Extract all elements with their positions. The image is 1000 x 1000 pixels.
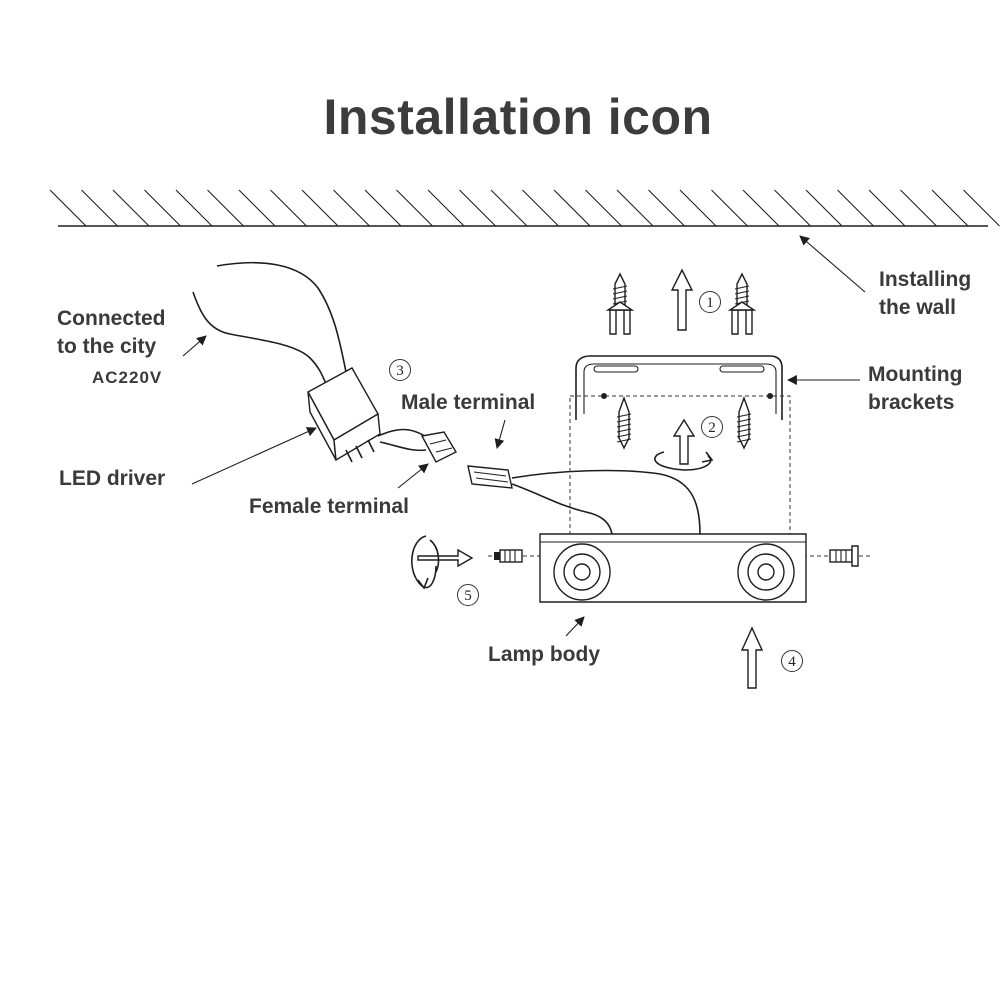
wall-hatch-line (837, 189, 874, 227)
wall-hatch-line (711, 189, 748, 227)
wall-hatch-line (175, 189, 213, 227)
bracket-screw (616, 395, 632, 450)
wall-hatch-line (648, 189, 685, 227)
wall-hatch-line (805, 189, 843, 227)
lamp-head-right (737, 543, 795, 601)
male-terminal-leader-arrow (494, 419, 506, 449)
wall-hatch-line (900, 189, 937, 227)
mounting-brackets-line-2: brackets (868, 391, 955, 414)
installing-wall-line-2: the wall (879, 296, 957, 319)
step-arrows (411, 268, 764, 689)
wall-hatch-line (742, 189, 780, 227)
installing-wall-label: Installing the wall (879, 266, 971, 322)
wall-hatch-line (963, 189, 1000, 227)
wall-hatch-line (553, 189, 591, 227)
mains-wires (192, 261, 347, 385)
up-arrow-step-4 (740, 626, 764, 689)
lamp-body-leader-arrow (565, 616, 585, 637)
side-screws (494, 545, 859, 567)
wall-hatch-line (868, 189, 906, 227)
wall-anchor (605, 272, 635, 335)
wall-anchor (727, 272, 757, 335)
male-terminal-plug (467, 465, 701, 535)
wall-hatch-line (112, 189, 150, 227)
wall-hatch-line (301, 189, 339, 227)
step-5-marker: 5 (457, 584, 479, 606)
led-driver-box (307, 367, 381, 463)
wall-hatch-line (49, 189, 87, 227)
ac-voltage-label: AC220V (92, 368, 163, 387)
city-leader-arrow (182, 335, 207, 357)
wall-hatch-line (238, 189, 276, 227)
mounting-brackets-line-1: Mounting (868, 363, 963, 386)
female-terminal-label: Female terminal (249, 495, 409, 518)
female-terminal-plug (420, 431, 457, 463)
step-3-marker: 3 (389, 359, 411, 381)
wall-hatch-line (427, 189, 465, 227)
lamp-body-label: Lamp body (488, 643, 601, 666)
wall-hatch-line (616, 189, 654, 227)
step-1-marker: 1 (699, 291, 721, 313)
page-title: Installation icon (323, 89, 713, 145)
wall-leader-arrow (799, 235, 866, 293)
wall-hatch-line (207, 189, 244, 227)
wall-hatch-line (270, 189, 307, 227)
wall-hatch-line (144, 189, 181, 227)
lamp-head-left (553, 543, 611, 601)
mounting-bracket (488, 355, 870, 557)
driver-leader-arrow (191, 427, 317, 485)
lamp-body-drawing (539, 533, 807, 603)
wall-hatch-line (774, 189, 811, 227)
male-terminal-label: Male terminal (401, 391, 536, 414)
wall-anchors (605, 272, 757, 335)
bracket-screw (736, 395, 752, 450)
driver-output-wires (377, 428, 457, 463)
connected-city-label: Connected to the city (57, 305, 166, 361)
leader-arrows (182, 235, 866, 637)
led-driver-label: LED driver (59, 467, 166, 490)
connected-city-line-2: to the city (57, 335, 157, 358)
wall-hatch-line (522, 189, 559, 227)
side-screw-right (829, 545, 859, 567)
wall-hatch-line (679, 189, 717, 227)
up-arrow-step-1 (670, 268, 694, 331)
step-2-marker: 2 (701, 416, 723, 438)
female-terminal-leader-arrow (397, 463, 429, 489)
step-4-marker: 4 (781, 650, 803, 672)
wall-hatch-line (490, 189, 528, 227)
wall-hatch-line (396, 189, 433, 227)
installing-wall-line-1: Installing (879, 268, 972, 291)
rotate-arrow-step-2 (654, 418, 714, 471)
wall-hatch-line (364, 189, 402, 227)
bracket-screws (616, 395, 752, 450)
connected-city-line-1: Connected (57, 307, 166, 330)
rotate-arrow-step-5 (411, 535, 474, 590)
wall-hatch-line (585, 189, 622, 227)
wall-hatch-line (931, 189, 969, 227)
mounting-brackets-label: Mounting brackets (868, 361, 962, 417)
side-screw-left (494, 549, 523, 563)
wall-hatch-line (459, 189, 496, 227)
wall-hatch-line (333, 189, 370, 227)
wall-hatch-line (81, 189, 118, 227)
wall-surface (49, 189, 1000, 227)
